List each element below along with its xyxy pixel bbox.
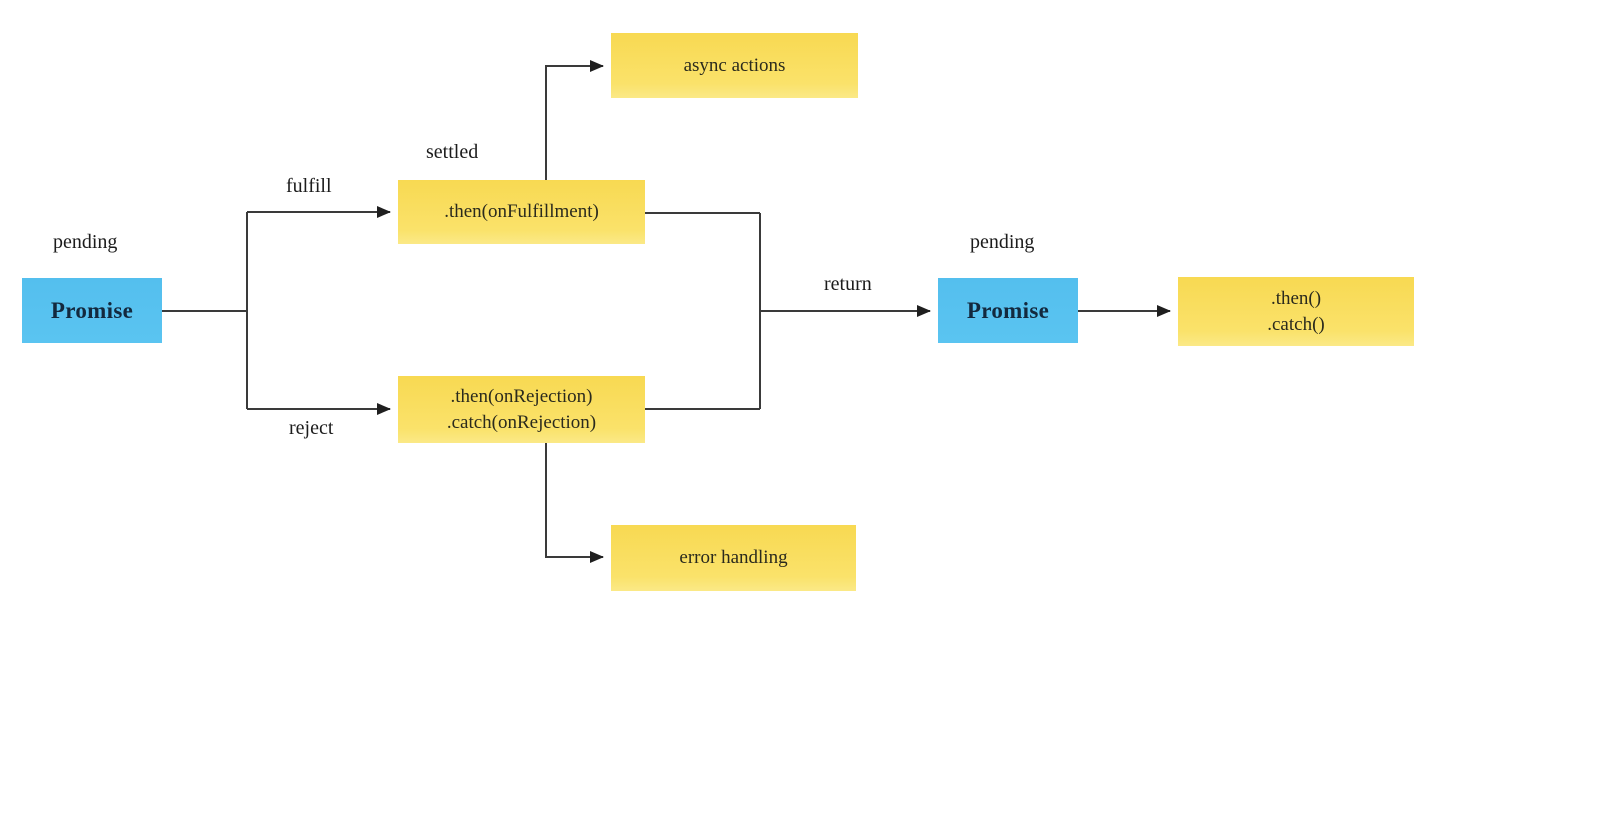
edge-to-async-actions bbox=[545, 60, 604, 180]
node-then-onrejection-line1: .then(onRejection) bbox=[450, 385, 593, 407]
label-return: return bbox=[824, 273, 872, 295]
node-then-catch-line2: .catch() bbox=[1267, 313, 1325, 335]
node-then-onfulfillment-label: .then(onFulfillment) bbox=[444, 201, 599, 222]
node-error-handling: error handling bbox=[611, 525, 856, 591]
node-then-onfulfillment: .then(onFulfillment) bbox=[398, 180, 645, 244]
label-reject: reject bbox=[289, 417, 334, 439]
node-then-onrejection: .then(onRejection) .catch(onRejection) bbox=[398, 376, 645, 443]
node-promise-initial-label: Promise bbox=[50, 297, 134, 323]
node-then-onrejection-line2: .catch(onRejection) bbox=[446, 411, 597, 433]
node-then-catch: .then() .catch() bbox=[1178, 277, 1414, 346]
node-then-catch-line1: .then() bbox=[1270, 287, 1322, 309]
edge-promise-to-branch bbox=[162, 212, 248, 409]
label-fulfill: fulfill bbox=[286, 175, 332, 197]
node-async-actions-label: async actions bbox=[683, 54, 786, 76]
edge-to-error-handling bbox=[545, 443, 604, 563]
node-promise-initial: Promise bbox=[22, 278, 162, 343]
node-async-actions: async actions bbox=[611, 33, 858, 98]
label-settled: settled bbox=[426, 141, 479, 163]
label-pending-left: pending bbox=[53, 231, 118, 253]
node-promise-returned-label: Promise bbox=[966, 297, 1050, 323]
edge-merge bbox=[645, 212, 761, 410]
node-error-handling-label: error handling bbox=[679, 547, 788, 568]
label-pending-right: pending bbox=[970, 231, 1035, 253]
node-promise-returned: Promise bbox=[938, 278, 1078, 343]
